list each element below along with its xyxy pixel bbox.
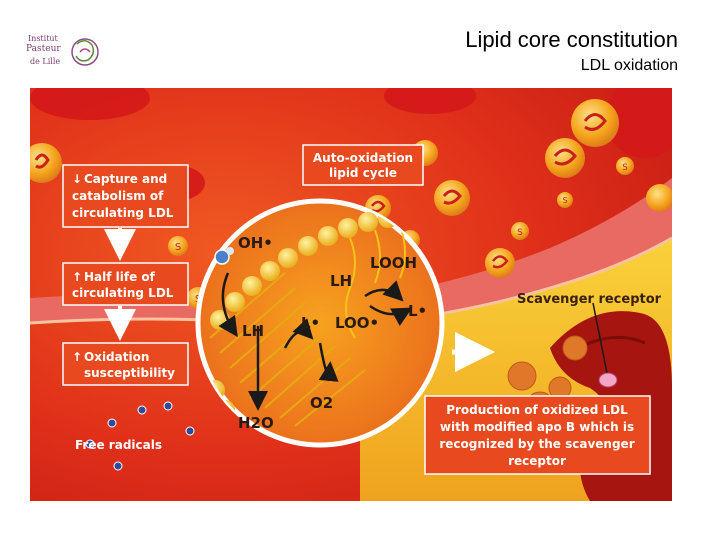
free-radical-dots xyxy=(85,401,195,471)
label-h2o: H2O xyxy=(238,414,274,432)
svg-text:S: S xyxy=(517,228,523,238)
box-oxidation-susceptibility: ↑ Oxidation susceptibility xyxy=(62,342,189,386)
logo-line-2: Pasteur xyxy=(26,44,61,54)
free-radicals-label: Free radicals xyxy=(75,438,162,452)
label-loo: LOO• xyxy=(335,314,379,332)
svg-text:S: S xyxy=(175,242,181,253)
scavenger-pointer-line xyxy=(592,302,608,374)
ldl-oxidation-figure: S S S S S xyxy=(22,76,685,501)
label-lh-top: LH xyxy=(330,272,352,290)
production-line-2: with modified apo B which is xyxy=(440,420,634,434)
scavenger-receptor xyxy=(598,372,618,388)
capture-arrow-icon: ↓ xyxy=(72,172,82,186)
label-l-mid: L• xyxy=(301,314,320,332)
label-lh-bottom: LH xyxy=(242,322,264,340)
auto-oxidation-line-2: lipid cycle xyxy=(329,166,397,180)
label-o2: O2 xyxy=(310,394,333,412)
endothelium-layer xyxy=(30,178,672,328)
page-subtitle: LDL oxidation xyxy=(580,57,678,74)
svg-text:S: S xyxy=(622,163,628,173)
auto-oxidation-line-1: Auto-oxidation xyxy=(313,151,413,165)
box-production: Production of oxidized LDL with modified… xyxy=(424,395,651,475)
logo-emblem xyxy=(71,38,99,66)
membrane-magnifier: OH• LOOH LH L• LH L• LOO• O2 H2O xyxy=(195,198,445,448)
oh-attack-arrow xyxy=(218,272,238,338)
oxidation-line-2: susceptibility xyxy=(84,366,175,380)
looh-arrow xyxy=(364,280,404,302)
oxygen-arrow xyxy=(318,342,339,382)
oh-radical-molecule xyxy=(214,249,230,265)
half-life-line-1: Half life of xyxy=(84,270,156,284)
label-oh: OH• xyxy=(238,234,273,252)
capture-line-3: circulating LDL xyxy=(72,206,174,220)
half-life-arrow-icon: ↑ xyxy=(72,270,82,284)
box-half-life: ↑ Half life of circulating LDL xyxy=(62,262,189,306)
production-line-1: Production of oxidized LDL xyxy=(446,403,628,417)
lh-to-l-right-arrow xyxy=(369,304,413,327)
label-l-right: L• xyxy=(408,302,427,320)
logo-line-3: de Lille xyxy=(30,57,61,66)
scavenger-receptor-label: Scavenger receptor xyxy=(517,292,662,307)
lh-to-l-arrow xyxy=(283,318,314,349)
svg-text:S: S xyxy=(562,196,567,205)
logo-line-1: Institut xyxy=(28,34,58,43)
box-capture: ↓ Capture and catabolism of circulating … xyxy=(62,164,189,228)
page-title: Lipid core constitution xyxy=(465,27,678,52)
oxidation-arrow-icon: ↑ xyxy=(72,350,82,364)
production-line-4: receptor xyxy=(508,454,566,468)
production-line-3: recognized by the scavenger xyxy=(439,437,634,451)
institut-pasteur-logo: Institut Pasteur de Lille xyxy=(22,32,104,72)
label-looh: LOOH xyxy=(370,254,417,272)
half-life-line-2: circulating LDL xyxy=(72,286,174,300)
capture-line-1: Capture and xyxy=(84,172,167,186)
oxidation-line-1: Oxidation xyxy=(84,350,149,364)
box-auto-oxidation: Auto-oxidation lipid cycle xyxy=(302,144,424,186)
capture-line-2: catabolism of xyxy=(72,189,164,203)
